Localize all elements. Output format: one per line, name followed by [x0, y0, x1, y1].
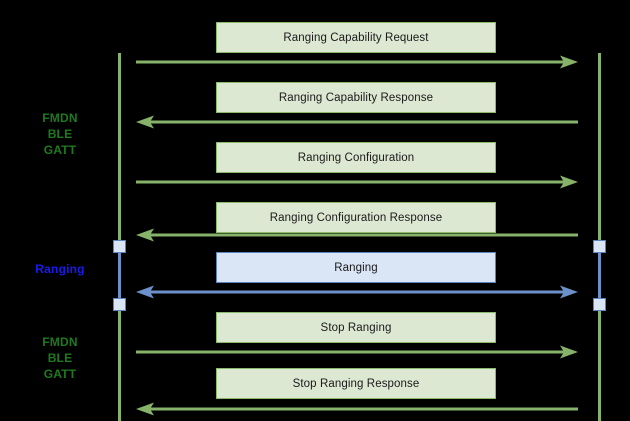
message-box-ranging-configuration[interactable]: Ranging Configuration [216, 142, 496, 173]
arrow-bidirectional-ranging [136, 285, 578, 299]
arrow-left-ranging-configuration-response [136, 228, 578, 242]
phase-label-line: Ranging [35, 262, 85, 276]
phase-label-line: GATT [43, 143, 77, 157]
arrow-right-stop-ranging [136, 345, 578, 359]
message-box-ranging-capability-response[interactable]: Ranging Capability Response [216, 82, 496, 113]
phase-label-fmdn-ble-gatt-top: FMDN BLE GATT [12, 110, 108, 158]
arrow-right-ranging-configuration [136, 175, 578, 189]
lifeline-left [118, 53, 121, 421]
activation-box-right-start [593, 240, 606, 253]
phase-label-fmdn-ble-gatt-bottom: FMDN BLE GATT [12, 334, 108, 382]
phase-label-line: FMDN [42, 111, 78, 125]
activation-bar-right [598, 246, 601, 304]
phase-label-line: FMDN [42, 335, 78, 349]
phase-label-ranging: Ranging [12, 261, 108, 277]
message-box-stop-ranging-response[interactable]: Stop Ranging Response [216, 368, 496, 399]
activation-bar-left [118, 246, 121, 304]
lifeline-right [598, 53, 601, 421]
message-box-ranging-capability-request[interactable]: Ranging Capability Request [216, 22, 496, 53]
phase-label-line: BLE [47, 127, 73, 141]
message-box-ranging[interactable]: Ranging [216, 252, 496, 283]
phase-label-line: BLE [47, 351, 73, 365]
activation-box-right-end [593, 298, 606, 311]
message-box-stop-ranging[interactable]: Stop Ranging [216, 312, 496, 343]
phase-label-line: GATT [43, 367, 77, 381]
message-box-ranging-configuration-response[interactable]: Ranging Configuration Response [216, 202, 496, 233]
arrow-left-stop-ranging-response [136, 402, 578, 416]
activation-box-left-start [113, 240, 126, 253]
arrow-right-ranging-capability-request [136, 55, 578, 69]
activation-box-left-end [113, 298, 126, 311]
arrow-left-ranging-capability-response [136, 115, 578, 129]
